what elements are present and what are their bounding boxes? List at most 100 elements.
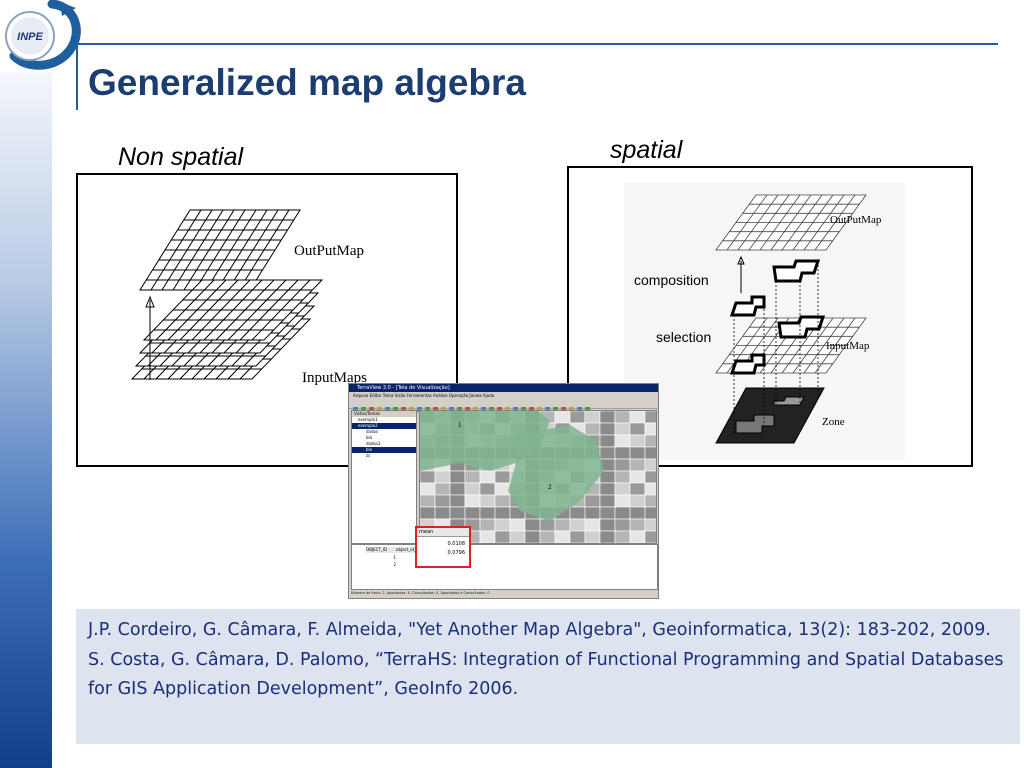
tool-icon[interactable] xyxy=(585,407,590,412)
mean-result-highlight: mean 0.0108 0.0796 xyxy=(415,526,471,568)
tool-icon[interactable] xyxy=(393,407,398,412)
tree-header: Vistas/Temas xyxy=(352,411,416,417)
map-cell xyxy=(644,482,658,496)
tool-icon[interactable] xyxy=(481,407,486,412)
map-cell xyxy=(599,494,616,508)
tool-icon[interactable] xyxy=(409,407,414,412)
tree-item[interactable]: exemplo2 xyxy=(352,423,416,429)
outputmap-label: OutPutMap xyxy=(294,243,364,259)
map-cell xyxy=(614,410,631,424)
map-cell xyxy=(599,434,616,448)
tool-icon[interactable] xyxy=(385,407,390,412)
mean-value: 0.0796 xyxy=(447,550,466,556)
tool-icon[interactable] xyxy=(537,407,542,412)
tool-icon[interactable] xyxy=(361,407,366,412)
table-header: OBJECT_ID xyxy=(366,547,388,552)
layer-tree[interactable]: Vistas/Temas exemplo1 exemplo2 dados bla… xyxy=(351,410,417,544)
tree-item[interactable]: bla xyxy=(366,435,373,440)
map-cell xyxy=(584,518,601,532)
map-cell xyxy=(644,530,658,544)
tree-item[interactable]: dados xyxy=(366,429,379,434)
map-cell xyxy=(539,518,556,532)
map-cell xyxy=(629,410,646,424)
map-cell xyxy=(599,518,616,532)
toolbar[interactable] xyxy=(349,399,658,412)
references-box: J.P. Cordeiro, G. Câmara, F. Almeida, "Y… xyxy=(76,609,1020,744)
tool-icon[interactable] xyxy=(497,407,502,412)
tool-icon[interactable] xyxy=(401,407,406,412)
map-cell xyxy=(644,410,658,424)
map-cell xyxy=(494,530,511,544)
tool-icon[interactable] xyxy=(529,407,534,412)
map-cell xyxy=(419,470,436,484)
map-cell xyxy=(629,494,646,508)
tool-icon[interactable] xyxy=(377,407,382,412)
map-view[interactable]: 1 2 xyxy=(419,410,658,544)
map-cell xyxy=(614,506,631,520)
tool-icon[interactable] xyxy=(505,407,510,412)
map-cell xyxy=(629,506,646,520)
map-cell xyxy=(599,530,616,544)
tool-icon[interactable] xyxy=(353,407,358,412)
reference-item: S. Costa, G. Câmara, D. Palomo, “TerraHS… xyxy=(88,650,1004,699)
tool-icon[interactable] xyxy=(561,407,566,412)
map-cell xyxy=(644,518,658,532)
tool-icon[interactable] xyxy=(425,407,430,412)
tree-item[interactable]: blo xyxy=(352,447,416,453)
header-rule xyxy=(78,43,998,45)
map-cell xyxy=(479,518,496,532)
tree-item[interactable]: zs xyxy=(366,453,371,458)
table-cell: 2 xyxy=(393,562,396,567)
attribute-table[interactable]: OBJECT_ID object_id_0 1 1 2 96 xyxy=(351,544,658,590)
tool-icon[interactable] xyxy=(521,407,526,412)
tree-item[interactable]: dados2 xyxy=(366,441,381,446)
logo-text: INPE xyxy=(17,31,43,43)
map-cell xyxy=(644,470,658,484)
map-cell xyxy=(494,506,511,520)
tool-icon[interactable] xyxy=(465,407,470,412)
spatial-outputmap-label: OutPutMap xyxy=(830,214,882,226)
map-cell xyxy=(419,494,436,508)
tool-icon[interactable] xyxy=(417,407,422,412)
map-cell xyxy=(479,470,496,484)
map-cell xyxy=(464,506,481,520)
map-cell xyxy=(629,434,646,448)
tool-icon[interactable] xyxy=(449,407,454,412)
map-cell xyxy=(449,482,466,496)
tool-icon[interactable] xyxy=(441,407,446,412)
tool-icon[interactable] xyxy=(489,407,494,412)
map-cell xyxy=(494,470,511,484)
map-cell xyxy=(614,446,631,460)
zone-label: Zone xyxy=(822,416,845,428)
non-spatial-illustration: OutPutMap InputMaps xyxy=(130,209,367,386)
tool-icon[interactable] xyxy=(457,407,462,412)
map-cell xyxy=(524,530,541,544)
map-cell xyxy=(614,422,631,436)
tool-icon[interactable] xyxy=(473,407,478,412)
tool-icon[interactable] xyxy=(513,407,518,412)
tool-icon[interactable] xyxy=(369,407,374,412)
spatial-illustration: OutPutMap composition selection InputMap… xyxy=(634,194,882,444)
tool-icon[interactable] xyxy=(577,407,582,412)
map-cell xyxy=(479,482,496,496)
reference-item: J.P. Cordeiro, G. Câmara, F. Almeida, "Y… xyxy=(88,620,991,640)
map-cell xyxy=(584,422,601,436)
map-cell xyxy=(614,518,631,532)
inputmaps-label: InputMaps xyxy=(302,370,367,386)
tool-icon[interactable] xyxy=(545,407,550,412)
tool-icon[interactable] xyxy=(569,407,574,412)
inpe-logo: INPE xyxy=(5,0,81,70)
tool-icon[interactable] xyxy=(553,407,558,412)
window-title: TerraView 3.0 - [Tela de Visualização] xyxy=(349,384,658,392)
map-cell xyxy=(599,446,616,460)
left-gradient-bar xyxy=(0,72,52,768)
tool-icon[interactable] xyxy=(433,407,438,412)
map-cell xyxy=(629,458,646,472)
menu-bar[interactable]: Arquivo Editar Tema Visão Ferramentas An… xyxy=(353,393,495,398)
map-cell xyxy=(434,470,451,484)
map-cell xyxy=(554,530,571,544)
map-cell xyxy=(419,482,436,496)
tree-item[interactable]: exemplo1 xyxy=(358,417,378,422)
map-cell xyxy=(629,518,646,532)
mean-value: 0.0108 xyxy=(447,541,466,547)
